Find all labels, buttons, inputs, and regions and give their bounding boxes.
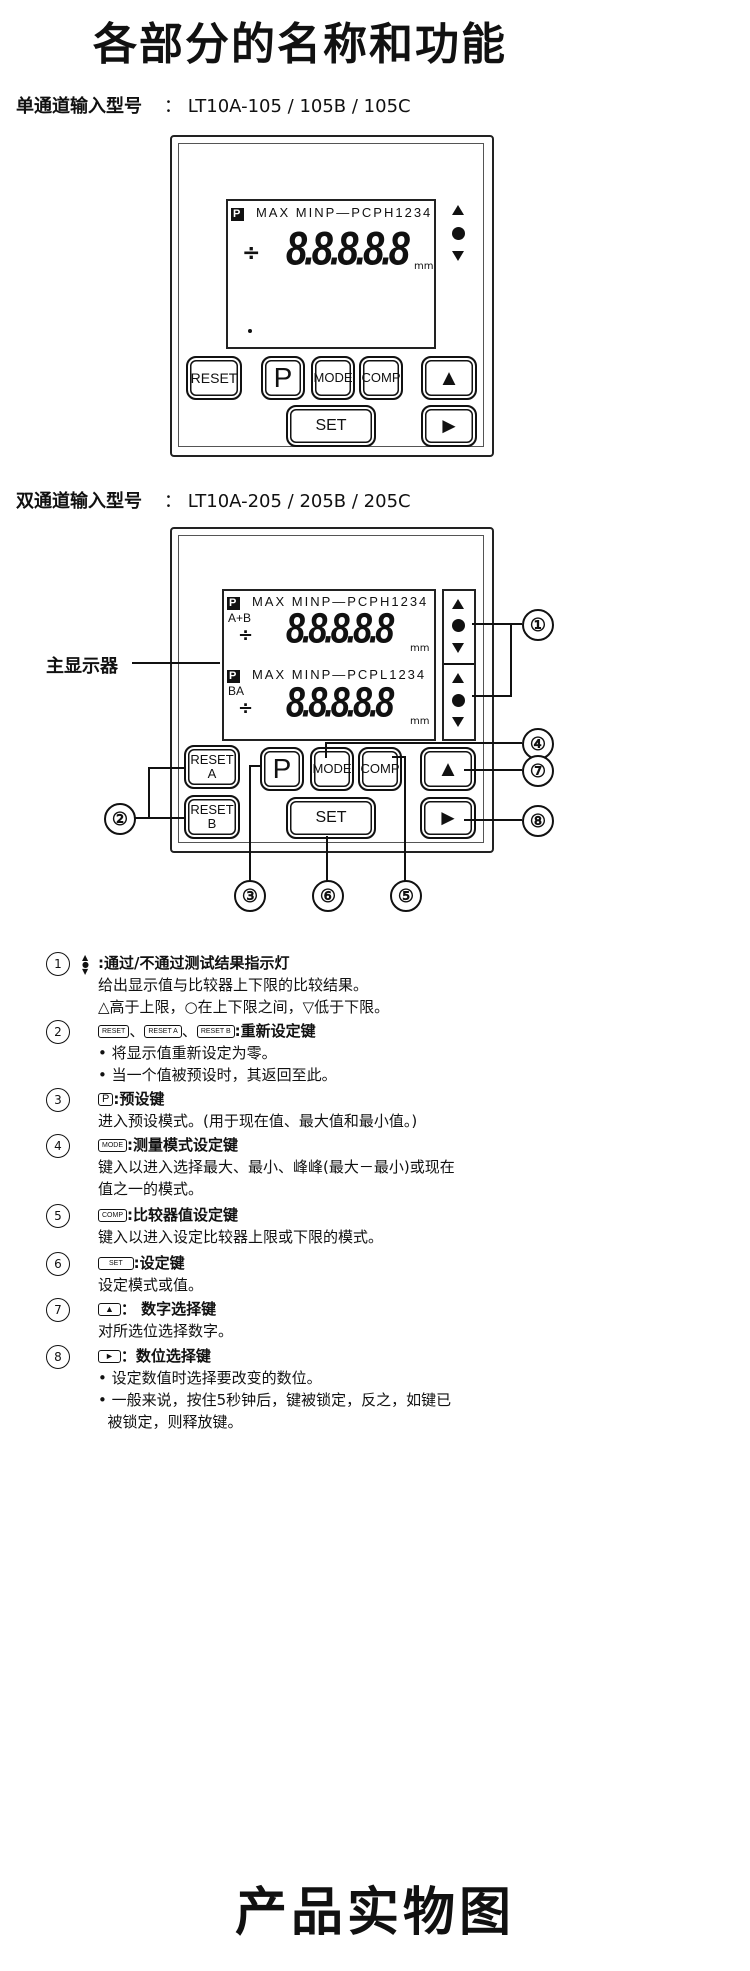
digit-select-mini-icon: ▲: [98, 1303, 121, 1316]
digit-select-button[interactable]: ▲: [421, 356, 477, 400]
dual-model-label: 双通道输入型号: [16, 491, 142, 512]
page-title: 各部分的名称和功能: [93, 19, 507, 70]
high-indicator-icon: [452, 205, 464, 215]
reset-b-mini-icon: RESET B: [196, 1025, 235, 1038]
dual-lcd: P MAX MINP—PCPH1234 A+B ÷ 8.8.8.8.8 mm P…: [222, 589, 436, 741]
mode-button[interactable]: MODE: [310, 747, 354, 791]
go-indicator-icon: [452, 619, 465, 632]
preset-mini-icon: P: [98, 1093, 114, 1106]
lcd-status: MAX MINP—PCPH1234: [255, 205, 433, 220]
position-select-button[interactable]: ►: [421, 405, 477, 447]
dual-model-heading: 双通道输入型号 ： LT10A-205 / 205B / 205C: [16, 487, 411, 513]
callout-5: ⑤: [390, 880, 422, 912]
set-button[interactable]: SET: [286, 405, 376, 447]
comp-button[interactable]: COMP: [358, 747, 402, 791]
lcd-digits: 8.8.8.8.8: [286, 223, 410, 276]
high-indicator-icon: [452, 673, 464, 683]
dual-model-codes: ： LT10A-205 / 205B / 205C: [164, 491, 411, 512]
callout-7: ⑦: [522, 755, 554, 787]
lcd-unit-top: mm: [410, 643, 430, 654]
single-model-heading: 单通道输入型号 ： LT10A-105 / 105B / 105C: [16, 92, 411, 118]
lcd-digits-bottom: 8.8.8.8.8: [286, 679, 394, 727]
callout-1: ①: [522, 609, 554, 641]
go-indicator-icon: [452, 227, 465, 240]
sign-icon: ÷: [238, 698, 254, 719]
desc-8: 8 ►：数位选择键 • 设定数值时选择要改变的数位。 • 一般来说，按住5秒钟后…: [46, 1345, 538, 1433]
desc-7: 7 ▲： 数字选择键 对所选位选择数字。: [46, 1298, 538, 1342]
position-select-mini-icon: ►: [98, 1350, 121, 1363]
reset-a-mini-icon: RESET A: [144, 1025, 182, 1038]
mode-mini-icon: MODE: [98, 1139, 127, 1152]
single-panel: P MAX MINP—PCPH1234 ÷ 8.8.8.8.8 mm RESET…: [170, 135, 494, 457]
lcd-unit-bottom: mm: [410, 716, 430, 727]
set-button[interactable]: SET: [286, 797, 376, 839]
position-select-button[interactable]: ►: [420, 797, 476, 839]
low-indicator-icon: [452, 643, 464, 653]
desc-5: 5 COMP:比较器值设定键 键入以进入设定比较器上限或下限的模式。: [46, 1204, 538, 1248]
comp-mini-icon: COMP: [98, 1209, 127, 1222]
single-lcd: P MAX MINP—PCPH1234 ÷ 8.8.8.8.8 mm: [226, 199, 436, 349]
set-mini-icon: SET: [98, 1257, 134, 1270]
reset-mini-icon: RESET: [98, 1025, 130, 1038]
desc-4: 4 MODE:测量模式设定键 键入以进入选择最大、最小、峰峰(最大－最小)或现在…: [46, 1134, 538, 1200]
single-model-codes: ： LT10A-105 / 105B / 105C: [164, 96, 411, 117]
high-indicator-icon: [452, 599, 464, 609]
dual-panel: P MAX MINP—PCPH1234 A+B ÷ 8.8.8.8.8 mm P…: [170, 527, 494, 853]
preset-indicator: P: [227, 670, 241, 683]
footer-title: 产品实物图: [234, 1882, 515, 1943]
lcd-status-top: MAX MINP—PCPH1234: [251, 594, 429, 609]
preset-button[interactable]: P: [261, 356, 305, 400]
callout-6: ⑥: [312, 880, 344, 912]
low-indicator-icon: [452, 251, 464, 261]
comp-button[interactable]: COMP: [359, 356, 403, 400]
callout-3: ③: [234, 880, 266, 912]
reset-button[interactable]: RESET: [186, 356, 242, 400]
channel-label-bottom: BA: [228, 684, 245, 698]
indicator-stack: [442, 589, 476, 741]
preset-indicator: P: [231, 208, 245, 221]
sign-icon: ÷: [242, 241, 261, 266]
callout-2: ②: [104, 803, 136, 835]
lcd-unit: mm: [414, 261, 434, 272]
preset-button[interactable]: P: [260, 747, 304, 791]
channel-label-top: A+B: [228, 611, 252, 625]
preset-indicator: P: [227, 597, 241, 610]
mode-button[interactable]: MODE: [311, 356, 355, 400]
lcd-status-bottom: MAX MINP—PCPL1234: [251, 667, 427, 682]
desc-6: 6 SET:设定键 设定模式或值。: [46, 1252, 538, 1296]
single-model-label: 单通道输入型号: [16, 96, 142, 117]
lcd-digits-top: 8.8.8.8.8: [286, 605, 394, 653]
sign-icon: ÷: [238, 625, 254, 646]
desc-2: 2 RESET、RESET A、RESET B:重新设定键 • 将显示值重新设定…: [46, 1020, 538, 1086]
go-indicator-icon: [452, 694, 465, 707]
desc-1: 1 ▲●▼ :通过/不通过测试结果指示灯 给出显示值与比较器上下限的比较结果。 …: [46, 952, 538, 1018]
indicator-mini-icon: ▲●▼: [82, 953, 89, 976]
main-display-label: 主显示器: [46, 656, 118, 677]
callout-8: ⑧: [522, 805, 554, 837]
low-indicator-icon: [452, 717, 464, 727]
desc-3: 3 P:预设键 进入预设模式。(用于现在值、最大值和最小值。): [46, 1088, 538, 1132]
